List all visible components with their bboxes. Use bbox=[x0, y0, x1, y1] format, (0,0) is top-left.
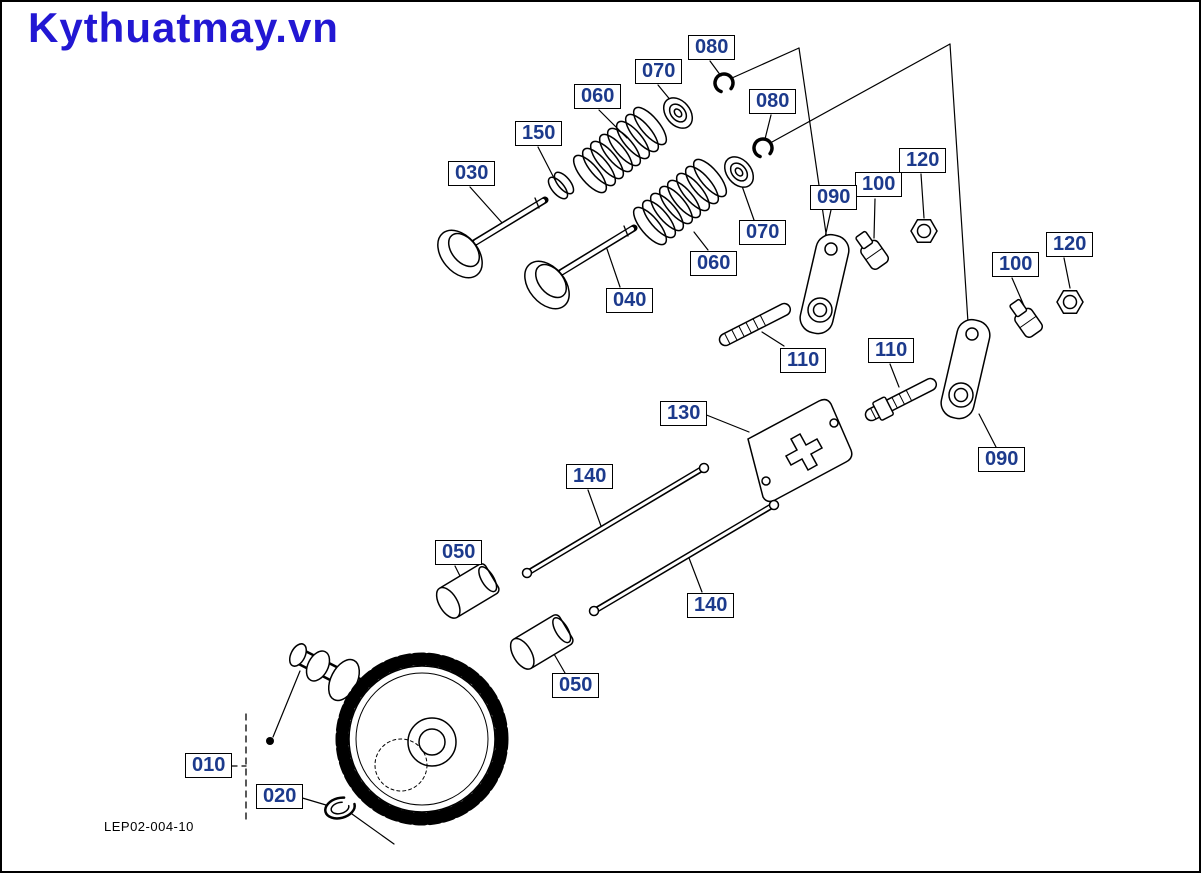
bracket-plate-130 bbox=[747, 398, 853, 503]
rocker-arm-090-b bbox=[940, 318, 991, 420]
adjusting-stud-110-a bbox=[718, 302, 792, 347]
valve-collet-080-b bbox=[752, 137, 774, 159]
drawing-code: LEP02-004-10 bbox=[104, 819, 194, 834]
valve-spring-060-b bbox=[632, 158, 728, 246]
spring-retainer-070-b bbox=[723, 156, 755, 188]
tappet-050-a bbox=[435, 563, 500, 619]
valve-040 bbox=[524, 224, 638, 310]
valve-collet-080-a bbox=[713, 72, 735, 94]
tappet-050-b bbox=[509, 614, 574, 670]
reference-dot bbox=[266, 737, 274, 745]
part-label-080[interactable]: 080 bbox=[749, 89, 797, 114]
part-label-110[interactable]: 110 bbox=[780, 348, 827, 373]
lock-nut-120-b bbox=[1056, 289, 1084, 315]
spring-seat-150 bbox=[547, 171, 575, 200]
part-label-120[interactable]: 120 bbox=[899, 148, 947, 173]
part-label-010[interactable]: 010 bbox=[185, 753, 233, 778]
valve-030 bbox=[437, 196, 549, 279]
part-label-030[interactable]: 030 bbox=[448, 161, 496, 186]
push-rod-140-a bbox=[521, 462, 710, 579]
spring-retainer-070-a bbox=[662, 97, 694, 129]
lock-nut-120-a bbox=[910, 218, 938, 244]
part-label-140[interactable]: 140 bbox=[687, 593, 735, 618]
camshaft-010 bbox=[288, 643, 509, 826]
camshaft-boundary-dashes bbox=[230, 713, 247, 825]
part-label-070[interactable]: 070 bbox=[739, 220, 787, 245]
part-label-090[interactable]: 090 bbox=[810, 185, 858, 210]
part-label-060[interactable]: 060 bbox=[574, 84, 622, 109]
part-label-090[interactable]: 090 bbox=[978, 447, 1026, 472]
part-label-110[interactable]: 110 bbox=[868, 338, 915, 363]
part-label-040[interactable]: 040 bbox=[606, 288, 654, 313]
site-logo[interactable]: Kythuatmay.vn bbox=[28, 4, 339, 51]
adjusting-stud-110-b bbox=[864, 377, 938, 422]
part-label-130[interactable]: 130 bbox=[660, 401, 708, 426]
part-label-050[interactable]: 050 bbox=[552, 673, 600, 698]
part-label-070[interactable]: 070 bbox=[635, 59, 683, 84]
adjusting-screw-100-a bbox=[855, 230, 890, 270]
rocker-arm-090-a bbox=[799, 233, 850, 335]
part-label-120[interactable]: 120 bbox=[1046, 232, 1094, 257]
reference-line bbox=[272, 670, 301, 738]
part-label-100[interactable]: 100 bbox=[992, 252, 1040, 277]
part-label-060[interactable]: 060 bbox=[690, 251, 738, 276]
part-label-020[interactable]: 020 bbox=[256, 784, 304, 809]
adjusting-screw-100-b bbox=[1009, 298, 1044, 338]
part-label-140[interactable]: 140 bbox=[566, 464, 614, 489]
leader-lines bbox=[298, 60, 1071, 806]
part-label-150[interactable]: 150 bbox=[515, 121, 563, 146]
part-label-080[interactable]: 080 bbox=[688, 35, 736, 60]
part-label-050[interactable]: 050 bbox=[435, 540, 483, 565]
valve-spring-060-a bbox=[572, 106, 668, 194]
key-clip-020 bbox=[324, 796, 395, 845]
part-label-100[interactable]: 100 bbox=[855, 172, 903, 197]
push-rod-140-b bbox=[588, 499, 780, 617]
